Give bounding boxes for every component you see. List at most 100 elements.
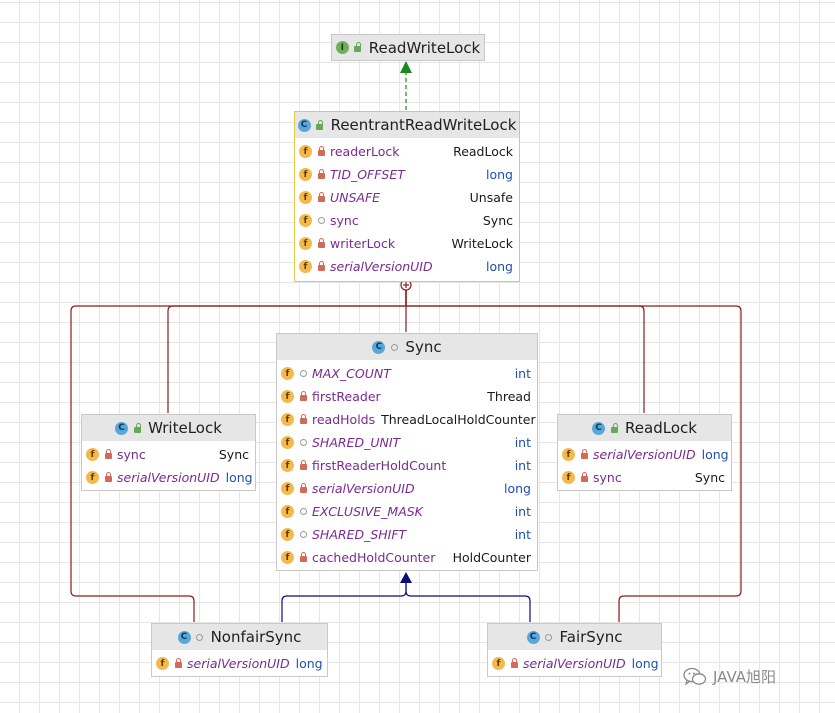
private-lock-icon xyxy=(298,460,308,470)
field-icon: f xyxy=(299,168,312,181)
field-icon: f xyxy=(86,448,99,461)
class-icon: C xyxy=(115,421,129,435)
field-icon: f xyxy=(156,657,169,670)
field-type: ReadLock xyxy=(453,144,513,159)
field-row[interactable]: f TID_OFFSET long xyxy=(295,163,519,186)
field-icon: f xyxy=(281,482,294,495)
field-row[interactable]: f sync Sync xyxy=(558,466,731,489)
field-name: sync xyxy=(117,447,146,462)
field-icon: f xyxy=(299,237,312,250)
field-type: long xyxy=(486,259,513,274)
field-icon: f xyxy=(281,436,294,449)
watermark-text: JAVA旭阳 xyxy=(713,668,777,686)
field-row[interactable]: f sync Sync xyxy=(295,209,519,232)
class-name: NonfairSync xyxy=(210,628,302,646)
field-row[interactable]: f readHolds ThreadLocalHoldCounter xyxy=(277,408,537,431)
field-type: int xyxy=(514,366,531,381)
field-type: int xyxy=(514,504,531,519)
field-name: serialVersionUID xyxy=(593,447,696,462)
wechat-icon xyxy=(683,667,707,686)
private-lock-icon xyxy=(316,169,326,179)
field-name: cachedHoldCounter xyxy=(312,550,436,565)
field-type: ThreadLocalHoldCounter xyxy=(381,412,536,427)
field-name: SHARED_UNIT xyxy=(312,435,401,450)
field-row[interactable]: f SHARED_UNIT int xyxy=(277,431,537,454)
field-icon: f xyxy=(562,471,575,484)
private-lock-icon xyxy=(298,414,308,424)
field-type: int xyxy=(514,458,531,473)
field-row[interactable]: f writerLock WriteLock xyxy=(295,232,519,255)
field-row[interactable]: f readerLock ReadLock xyxy=(295,140,519,163)
class-icon: C xyxy=(526,630,540,644)
field-icon: f xyxy=(299,260,312,273)
field-name: readerLock xyxy=(330,144,400,159)
field-row[interactable]: f firstReaderHoldCount int xyxy=(277,454,537,477)
field-icon: f xyxy=(281,367,294,380)
field-row[interactable]: f serialVersionUID long xyxy=(295,255,519,278)
field-icon: f xyxy=(281,528,294,541)
field-name: UNSAFE xyxy=(330,190,381,205)
field-name: firstReaderHoldCount xyxy=(312,458,447,473)
class-nonfairsync[interactable]: C NonfairSync f serialVersionUID long xyxy=(151,623,328,677)
field-row[interactable]: f EXCLUSIVE_MASK int xyxy=(277,500,537,523)
field-row[interactable]: f serialVersionUID long xyxy=(82,466,255,489)
field-icon: f xyxy=(492,657,505,670)
field-name: firstReader xyxy=(312,389,381,404)
class-header: C FairSync xyxy=(488,624,661,650)
inheritance-arrowhead xyxy=(400,572,412,583)
package-private-icon xyxy=(298,508,308,515)
private-lock-icon xyxy=(316,146,326,156)
public-icon xyxy=(353,42,363,52)
field-name: serialVersionUID xyxy=(330,259,433,274)
private-lock-icon xyxy=(579,449,589,459)
class-header: C Sync xyxy=(277,334,537,360)
field-name: SHARED_SHIFT xyxy=(312,527,407,542)
inner-edge-nonfairsync xyxy=(70,290,407,622)
field-row[interactable]: f firstReader Thread xyxy=(277,385,537,408)
class-header: C ReadLock xyxy=(558,415,731,441)
field-icon: f xyxy=(281,413,294,426)
private-lock-icon xyxy=(173,658,183,668)
field-name: sync xyxy=(593,470,622,485)
private-lock-icon xyxy=(298,552,308,562)
class-reentrantreadwritelock[interactable]: C ReentrantReadWriteLock f readerLock Re… xyxy=(294,111,520,282)
private-lock-icon xyxy=(103,472,113,482)
field-row[interactable]: f cachedHoldCounter HoldCounter xyxy=(277,546,537,569)
field-row[interactable]: f serialVersionUID long xyxy=(488,652,661,675)
field-row[interactable]: f UNSAFE Unsafe xyxy=(295,186,519,209)
field-row[interactable]: f MAX_COUNT int xyxy=(277,362,537,385)
package-private-icon xyxy=(544,633,554,641)
class-readwritelock[interactable]: I ReadWriteLock xyxy=(331,34,485,61)
field-name: MAX_COUNT xyxy=(312,366,391,381)
field-name: sync xyxy=(330,213,359,228)
class-sync[interactable]: C Sync f MAX_COUNT int f firstReader Thr… xyxy=(276,333,538,571)
class-fairsync[interactable]: C FairSync f serialVersionUID long xyxy=(487,623,662,677)
field-name: EXCLUSIVE_MASK xyxy=(312,504,423,519)
private-lock-icon xyxy=(316,192,326,202)
field-type: WriteLock xyxy=(451,236,513,251)
class-icon: C xyxy=(592,421,606,435)
field-type: long xyxy=(295,656,323,671)
field-type: Sync xyxy=(482,213,513,228)
field-icon: f xyxy=(281,551,294,564)
package-private-icon xyxy=(298,370,308,377)
field-row[interactable]: f serialVersionUID long xyxy=(152,652,327,675)
class-writelock[interactable]: C WriteLock f sync Sync f serialVersionU… xyxy=(81,414,256,491)
class-icon: C xyxy=(297,118,311,132)
private-lock-icon xyxy=(509,658,519,668)
field-row[interactable]: f SHARED_SHIFT int xyxy=(277,523,537,546)
package-private-icon xyxy=(316,217,326,224)
private-lock-icon xyxy=(316,261,326,271)
field-icon: f xyxy=(562,448,575,461)
field-row[interactable]: f serialVersionUID long xyxy=(277,477,537,500)
field-icon: f xyxy=(281,459,294,472)
field-row[interactable]: f serialVersionUID long xyxy=(558,443,731,466)
class-readlock[interactable]: C ReadLock f serialVersionUID long f syn… xyxy=(557,414,732,491)
field-row[interactable]: f sync Sync xyxy=(82,443,255,466)
field-type: Thread xyxy=(487,389,531,404)
inheritance-edge-nonfairsync xyxy=(281,582,407,622)
field-type: long xyxy=(631,656,659,671)
field-name: serialVersionUID xyxy=(312,481,415,496)
field-type: HoldCounter xyxy=(452,550,531,565)
